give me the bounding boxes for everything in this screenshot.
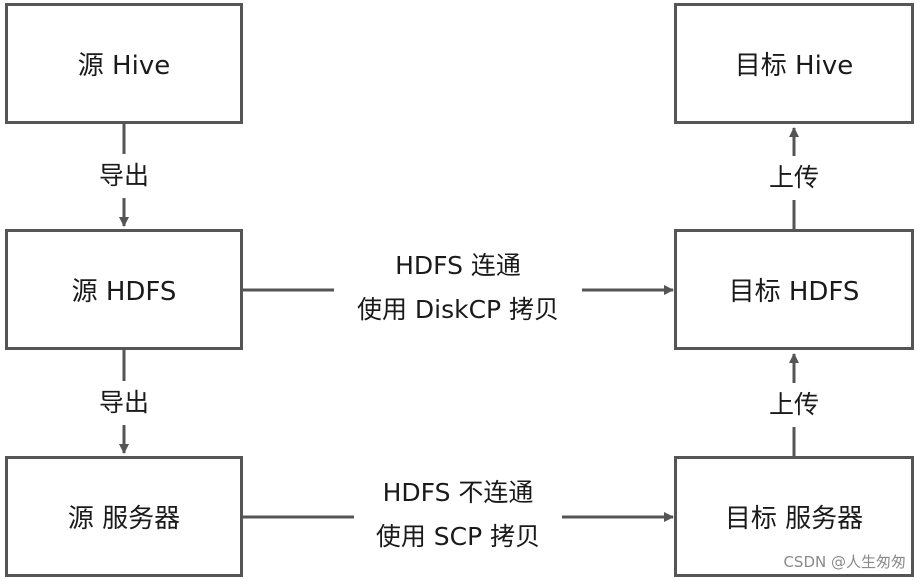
edge-label-upload-1-text: 上传 [768, 163, 819, 192]
node-target-hdfs-label: 目标 HDFS [728, 277, 860, 307]
node-source-server-label: 源 服务器 [67, 504, 181, 534]
edge-label-upload-1: 上传 [758, 156, 830, 200]
edge-label-hdfs-not-connected-line-1: HDFS 不连通 [382, 478, 534, 507]
edge-label-hdfs-not-connected: HDFS 不连通 使用 SCP 拷贝 [354, 471, 562, 559]
edge-label-hdfs-connected: HDFS 连通 使用 DiskCP 拷贝 [334, 244, 582, 332]
edge-label-export-2-text: 导出 [98, 388, 149, 417]
watermark: CSDN @人生匆匆 [783, 553, 906, 571]
edge-label-export-1: 导出 [88, 154, 160, 198]
edge-label-hdfs-connected-line-2: 使用 DiskCP 拷贝 [356, 295, 560, 324]
edge-label-export-2: 导出 [88, 381, 160, 425]
edge-label-upload-2-text: 上传 [768, 390, 819, 419]
node-source-hdfs-label: 源 HDFS [71, 277, 177, 307]
node-target-server-label: 目标 服务器 [724, 504, 864, 534]
node-target-hive: 目标 Hive [674, 3, 914, 124]
edge-label-upload-2: 上传 [758, 383, 830, 427]
node-target-server: 目标 服务器 [674, 456, 914, 577]
node-target-hdfs: 目标 HDFS [674, 229, 914, 350]
edge-label-hdfs-connected-line-1: HDFS 连通 [395, 251, 521, 280]
edge-label-export-1-text: 导出 [98, 161, 149, 190]
node-target-hive-label: 目标 Hive [734, 51, 854, 81]
node-source-hdfs: 源 HDFS [5, 229, 243, 350]
edge-label-hdfs-not-connected-line-2: 使用 SCP 拷贝 [375, 522, 541, 551]
node-source-hive: 源 Hive [5, 3, 243, 124]
node-source-server: 源 服务器 [5, 456, 243, 577]
node-source-hive-label: 源 Hive [77, 51, 171, 81]
